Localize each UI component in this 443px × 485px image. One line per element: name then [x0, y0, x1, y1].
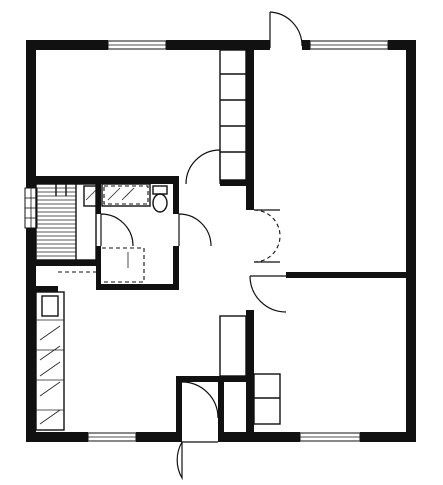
wall-top-mid	[166, 40, 270, 50]
door-bedroom-nw	[185, 149, 221, 185]
window-top-left	[107, 40, 167, 50]
wall-bathroom-right	[173, 176, 179, 214]
wall-living-se	[286, 272, 406, 278]
kitchen-sink	[41, 295, 59, 317]
wall-entry-top	[176, 376, 254, 382]
door-living-double	[253, 209, 281, 263]
kitchen-counter	[35, 271, 96, 431]
window-bottom-left	[87, 432, 137, 442]
wall-top-right-a	[302, 40, 310, 50]
wall-bottom-mid2	[218, 432, 300, 442]
shower-area	[102, 247, 145, 283]
wall-kitchen-top	[36, 286, 58, 292]
wall-left-bottom	[26, 228, 36, 442]
wardrobe-upper	[219, 49, 247, 181]
sink-cabinet	[101, 183, 151, 207]
window-bottom-right	[299, 432, 361, 442]
bathroom-door-swing	[100, 213, 134, 247]
window-top-right	[309, 40, 389, 50]
doors	[176, 11, 303, 481]
wall-bottom-mid	[136, 432, 182, 442]
wall-central-lower	[246, 310, 254, 432]
bathroom-fixtures	[83, 183, 168, 283]
wall-bottom-left	[26, 432, 88, 442]
wall-top-left	[26, 40, 108, 50]
outer-walls	[26, 40, 416, 442]
door-bottom-entry	[176, 441, 218, 481]
toilet	[152, 193, 168, 213]
closet-lower	[219, 315, 247, 377]
wall-bottom-right	[360, 432, 416, 442]
wall-central-upper	[246, 50, 254, 210]
wall-top-right-b	[388, 40, 416, 50]
washer	[83, 185, 99, 207]
wall-bathroom-right-lower	[173, 246, 179, 290]
door-bedroom-se	[249, 275, 287, 313]
wall-left-top	[26, 40, 36, 188]
stair	[35, 183, 97, 261]
door-top-entry	[269, 11, 303, 48]
window-left	[24, 187, 38, 229]
wall-bedroom-nw-bottom	[36, 176, 179, 184]
wall-stair-bottom	[36, 260, 96, 266]
wall-entry-left	[176, 382, 182, 432]
wall-bathroom-bottom	[96, 284, 179, 290]
door-bathroom-hall	[178, 213, 212, 247]
wall-entry-right	[218, 382, 224, 432]
wall-right	[406, 40, 416, 442]
interior-walls	[36, 49, 406, 432]
wall-bathroom-left-lower	[96, 246, 101, 290]
closet-se	[253, 373, 281, 425]
